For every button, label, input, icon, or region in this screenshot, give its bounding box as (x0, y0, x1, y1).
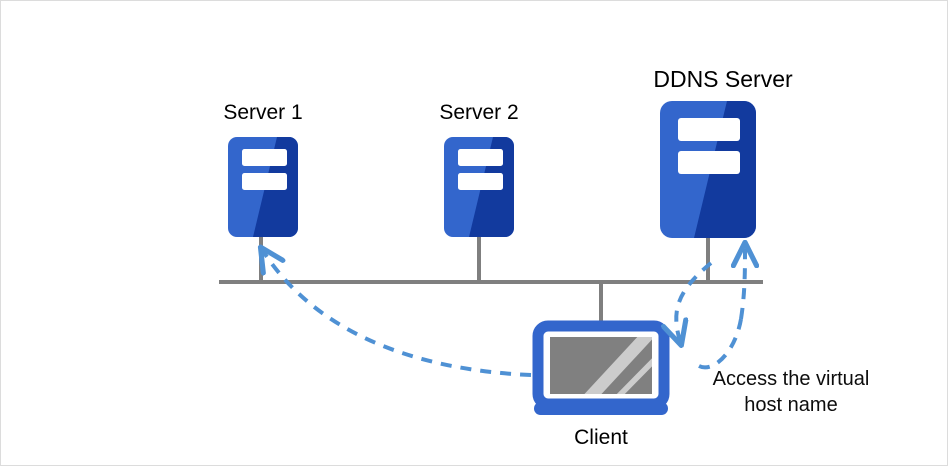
node-server-1[interactable]: Server 1 (223, 101, 303, 237)
node-client[interactable]: Client (532, 320, 673, 449)
dashed-connections (263, 247, 745, 377)
annotation-access-virtual-host-name: Access the virtual host name (713, 368, 870, 416)
client-label: Client (574, 426, 628, 449)
server-1-bar-top (242, 149, 287, 166)
node-server-2[interactable]: Server 2 (439, 101, 519, 237)
server-2-bar-bottom (458, 173, 503, 190)
node-ddns-server[interactable]: DDNS Server (653, 66, 793, 238)
ddns-server-bar-top (678, 118, 740, 141)
connection-client-to-server-1 (263, 251, 532, 377)
network-bus-group (219, 237, 763, 328)
ddns-server-bar-bottom (678, 151, 740, 174)
connection-ddns-response-down (676, 261, 713, 341)
server-2-bar-top (458, 149, 503, 166)
server-1-label: Server 1 (223, 101, 302, 124)
connection-ddns-query-up (741, 247, 745, 320)
ddns-server-label: DDNS Server (653, 66, 793, 92)
annotation-line-2: host name (744, 394, 837, 416)
client-base (534, 402, 668, 415)
connection-ddns-loop-arc (698, 318, 743, 370)
client-screen-glare (584, 337, 652, 394)
server-2-label: Server 2 (439, 101, 518, 124)
server-1-bar-bottom (242, 173, 287, 190)
annotation-line-1: Access the virtual (713, 368, 870, 390)
